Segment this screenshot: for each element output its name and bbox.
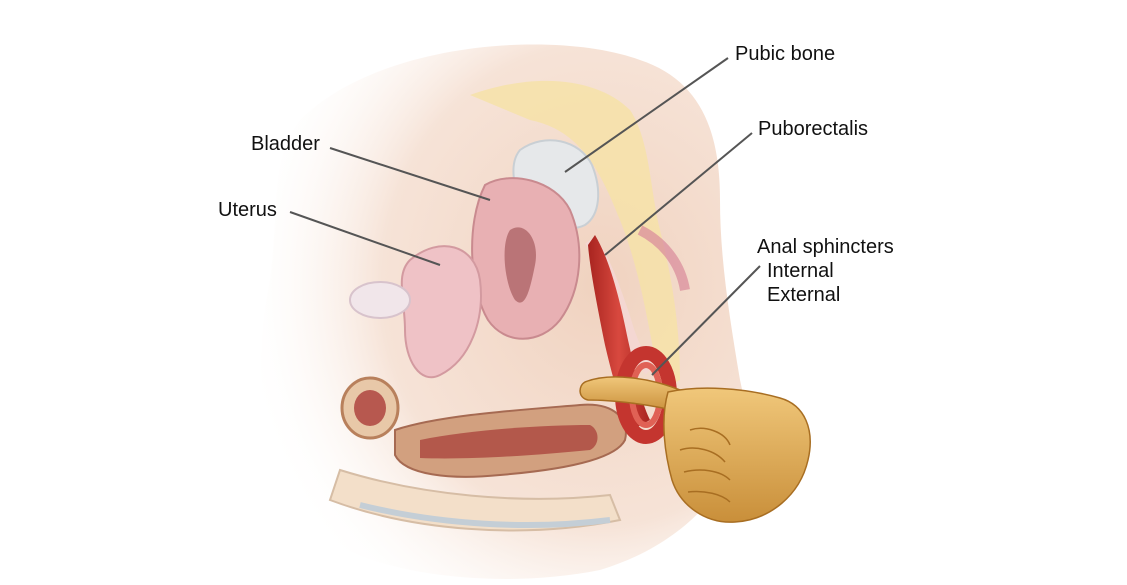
bladder-lining (504, 227, 536, 303)
label-bladder: Bladder (251, 133, 320, 155)
examining-hand (663, 387, 811, 523)
uterus-leader (289, 211, 441, 266)
puborectalis-leader (604, 132, 753, 256)
ovary-shape (349, 281, 411, 319)
bladder-leader (329, 147, 491, 201)
label-internal: Internal (767, 260, 834, 282)
label-uterus: Uterus (218, 199, 277, 221)
label-pubic-bone: Pubic bone (735, 43, 836, 65)
label-anal-sphincters: Anal sphincters (757, 236, 894, 258)
anal-sphincters-leader (651, 265, 761, 376)
fat-layer (470, 80, 680, 391)
label-puborectalis: Puborectalis (758, 118, 869, 140)
pubic-bone-leader (564, 57, 729, 173)
label-external: External (767, 284, 841, 306)
uterus-shape (400, 245, 482, 379)
examining-finger (579, 376, 681, 413)
